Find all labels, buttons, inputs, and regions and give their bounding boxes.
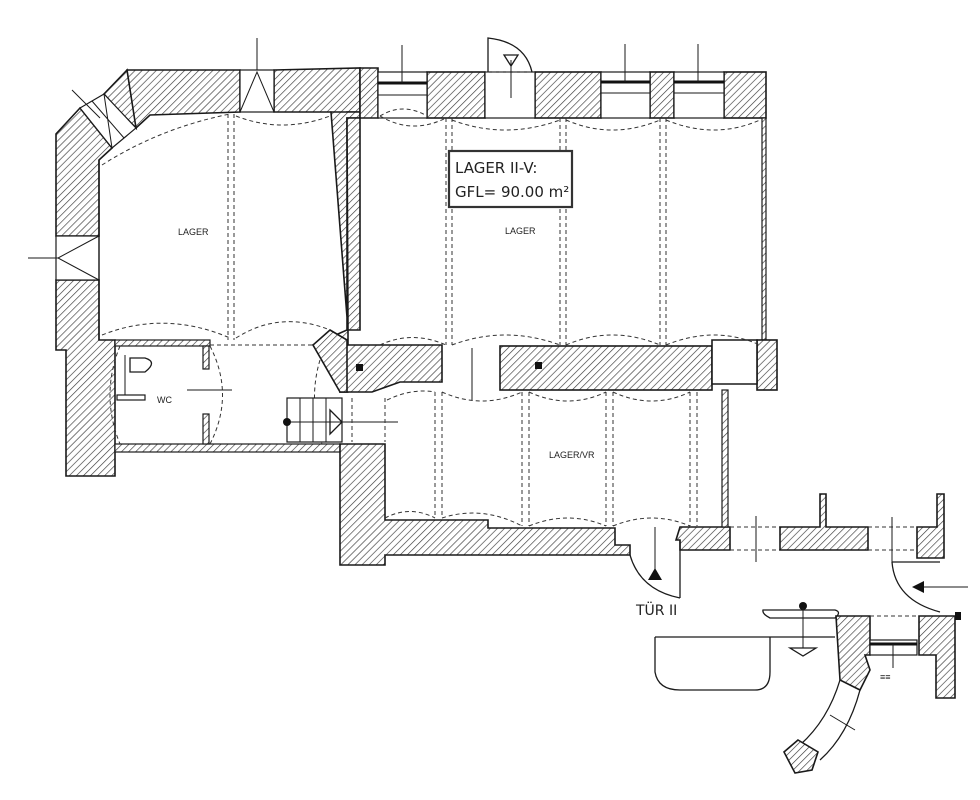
- door-north: [484, 37, 536, 119]
- window-west-diagonal: [71, 89, 137, 149]
- window-west-side: [28, 235, 100, 281]
- corridor-opening: [356, 348, 542, 400]
- room-label-lager-vr: LAGER/VR: [549, 450, 595, 460]
- area-tag-value: GFL= 90.00 m²: [455, 183, 569, 201]
- main-lager-walls: [311, 67, 778, 393]
- main-lager-vaults: [379, 108, 761, 346]
- stair-symbol: [283, 397, 398, 443]
- lager-vr-vaults: [384, 390, 698, 527]
- southeast-structure: ≡≡: [654, 602, 961, 774]
- door-label-tur-2: TÜR II: [635, 601, 677, 619]
- door-2: [629, 527, 681, 599]
- lager-vr-walls: [339, 389, 731, 566]
- east-annex: [730, 493, 968, 613]
- room-label-lager-main: LAGER: [505, 226, 536, 236]
- room-label-wc: WC: [157, 395, 172, 405]
- area-tag-name: LAGER II-V:: [455, 159, 537, 177]
- area-tag: LAGER II-V: GFL= 90.00 m²: [447, 149, 574, 209]
- room-label-lager-west: LAGER: [178, 227, 209, 237]
- stair-symbol-label: ≡≡: [880, 672, 891, 682]
- west-lager-vaults: [98, 113, 331, 340]
- windows-north: [377, 44, 725, 119]
- window-west-top: [239, 38, 275, 113]
- hall-and-stairs: [210, 344, 398, 445]
